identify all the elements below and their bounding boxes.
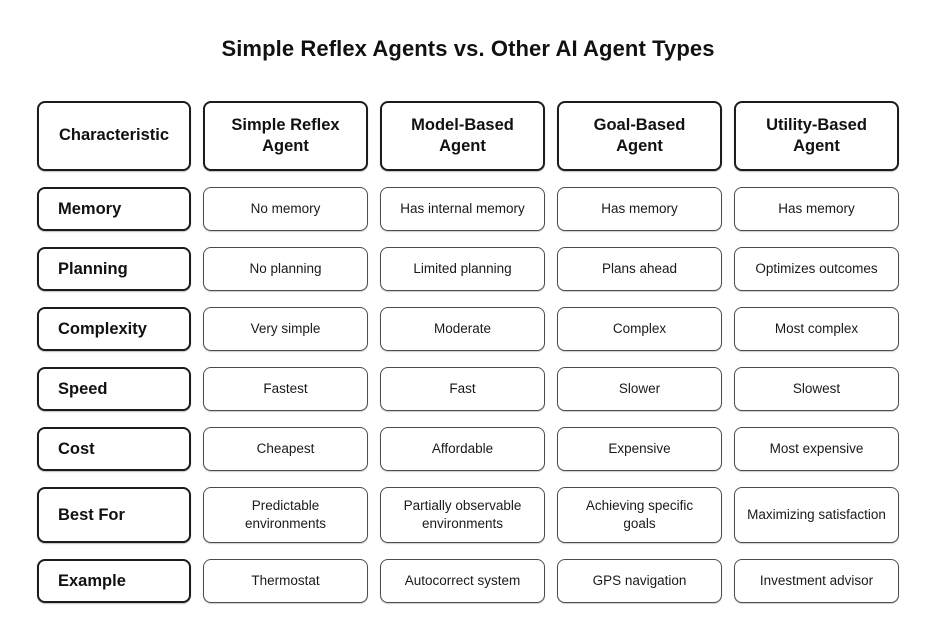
column-header-characteristic: Characteristic [37,101,191,171]
row-label-memory: Memory [37,187,191,231]
row-label-example: Example [37,559,191,603]
column-header-simple-reflex-agent: Simple Reflex Agent [203,101,368,171]
page-title: Simple Reflex Agents vs. Other AI Agent … [221,36,715,61]
table-cell-complexity-2: Complex [557,307,722,351]
table-cell-cost-3: Most expensive [734,427,899,471]
table-cell-example-1: Autocorrect system [380,559,545,603]
column-header-goal-based-agent: Goal-Based Agent [557,101,722,171]
table-cell-complexity-3: Most complex [734,307,899,351]
table-cell-example-0: Thermostat [203,559,368,603]
table-cell-memory-1: Has internal memory [380,187,545,231]
table-cell-planning-3: Optimizes outcomes [734,247,899,291]
table-cell-complexity-0: Very simple [203,307,368,351]
table-cell-memory-3: Has memory [734,187,899,231]
table-cell-example-3: Investment advisor [734,559,899,603]
table-cell-cost-1: Affordable [380,427,545,471]
table-cell-speed-3: Slowest [734,367,899,411]
table-cell-best-for-0: Predictable environments [203,487,368,543]
row-label-speed: Speed [37,367,191,411]
table-cell-memory-2: Has memory [557,187,722,231]
row-label-planning: Planning [37,247,191,291]
row-label-best-for: Best For [37,487,191,543]
table-cell-best-for-1: Partially observable environments [380,487,545,543]
table-cell-best-for-2: Achieving specific goals [557,487,722,543]
table-cell-planning-0: No planning [203,247,368,291]
table-cell-planning-1: Limited planning [380,247,545,291]
table-cell-planning-2: Plans ahead [557,247,722,291]
column-header-utility-based-agent: Utility-Based Agent [734,101,899,171]
column-header-model-based-agent: Model-Based Agent [380,101,545,171]
table-cell-cost-2: Expensive [557,427,722,471]
table-cell-memory-0: No memory [203,187,368,231]
table-cell-example-2: GPS navigation [557,559,722,603]
table-cell-speed-2: Slower [557,367,722,411]
table-cell-complexity-1: Moderate [380,307,545,351]
row-label-cost: Cost [37,427,191,471]
table-cell-best-for-3: Maximizing satisfaction [734,487,899,543]
table-cell-speed-0: Fastest [203,367,368,411]
row-label-complexity: Complexity [37,307,191,351]
table-cell-speed-1: Fast [380,367,545,411]
table-cell-cost-0: Cheapest [203,427,368,471]
